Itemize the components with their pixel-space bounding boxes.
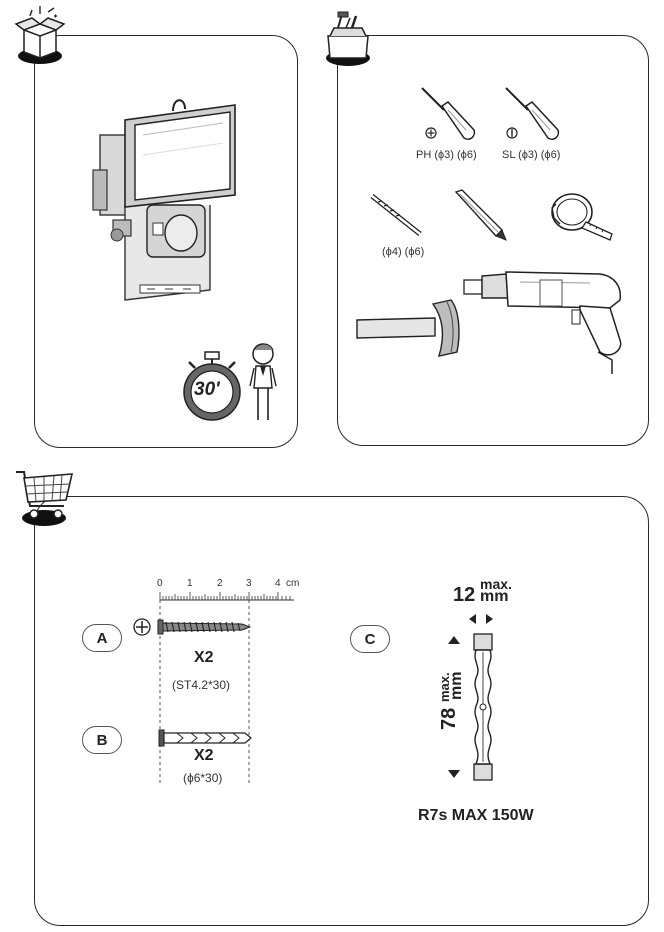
ruler-tick-4: 4 xyxy=(275,578,281,589)
bulb-width-qualifier: max. xyxy=(480,576,512,592)
length-arrows xyxy=(448,636,460,778)
part-a-spec: (ST4.2*30) xyxy=(172,678,231,692)
open-box-icon xyxy=(14,6,66,64)
phillips-screwdriver-label: PH (ϕ3) (ϕ6) xyxy=(416,149,477,161)
parts-panel xyxy=(34,496,649,926)
r7s-bulb-illustration xyxy=(473,633,493,781)
ruler-tick-3: 3 xyxy=(246,578,252,589)
width-arrows xyxy=(469,614,493,624)
bulb-rating: R7s MAX 150W xyxy=(418,807,534,824)
floodlight-illustration xyxy=(92,99,236,301)
screw-illustration xyxy=(157,619,252,635)
person-icon xyxy=(249,343,277,420)
part-a-label: A xyxy=(82,624,122,652)
drill-bit-icon xyxy=(370,194,422,236)
phillips-screwdriver-icon xyxy=(421,87,476,141)
bulb-width-value: 12 xyxy=(453,584,476,606)
bulb-width-unit: mm xyxy=(480,588,509,605)
part-a-quantity: X2 xyxy=(194,649,214,666)
slotted-head-icon xyxy=(506,127,518,139)
ruler-tick-1: 1 xyxy=(187,578,193,589)
slotted-screwdriver-icon xyxy=(505,87,560,141)
phillips-head-icon xyxy=(133,618,151,636)
tools-panel xyxy=(337,35,649,446)
assembly-time: 30' xyxy=(194,379,220,400)
part-b-label: B xyxy=(82,726,122,754)
ruler-unit: cm xyxy=(286,578,300,589)
stopwatch-icon xyxy=(183,351,241,421)
drill-bit-label: (ϕ4) (ϕ6) xyxy=(382,246,425,258)
shopping-cart-icon xyxy=(16,471,74,526)
pencil-icon xyxy=(454,189,507,241)
toolbox-icon xyxy=(326,11,370,66)
part-b-quantity: X2 xyxy=(194,747,214,764)
part-b-spec: (ϕ6*30) xyxy=(183,771,223,785)
phillips-head-icon xyxy=(425,127,437,139)
tape-measure-icon xyxy=(551,193,613,241)
ruler-tick-2: 2 xyxy=(217,578,223,589)
part-c-label: C xyxy=(350,625,390,653)
slotted-screwdriver-label: SL (ϕ3) (ϕ6) xyxy=(502,149,561,161)
hammer-icon xyxy=(356,299,460,357)
wall-anchor-illustration xyxy=(158,729,252,747)
ruler-tick-0: 0 xyxy=(157,578,163,589)
power-drill-icon xyxy=(463,271,622,374)
